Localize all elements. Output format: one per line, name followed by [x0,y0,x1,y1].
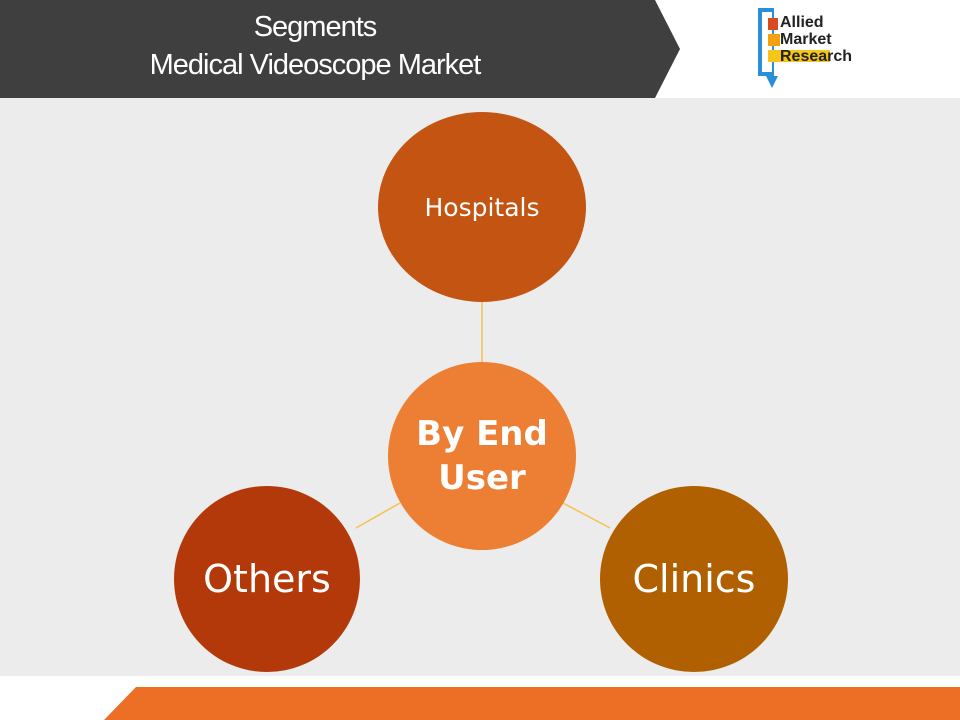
connector-left [355,502,401,529]
title-line-market: Medical Videoscope Market [149,49,482,81]
speech-bubble-logo-icon [758,8,830,88]
header-banner [0,0,680,98]
title-line-segments: Segments [253,11,378,43]
node-by-end-user: By End User [388,362,576,550]
footer-accent-stripe [104,687,960,720]
node-clinics-label: Clinics [632,557,756,601]
node-clinics: Clinics [600,486,788,672]
node-others-label: Others [203,557,331,601]
node-hospitals-label: Hospitals [424,192,540,222]
node-others: Others [174,486,360,672]
connector-right [562,502,611,529]
page-title: Segments Medical Videoscope Market [0,8,630,84]
logo-text-market: Market [780,31,832,48]
company-logo: Allied Market Research [758,8,898,90]
node-hospitals: Hospitals [378,112,586,302]
logo-text-allied: Allied [780,14,824,31]
node-center-label: By End User [416,414,548,498]
logo-text-research: Research [780,48,853,65]
